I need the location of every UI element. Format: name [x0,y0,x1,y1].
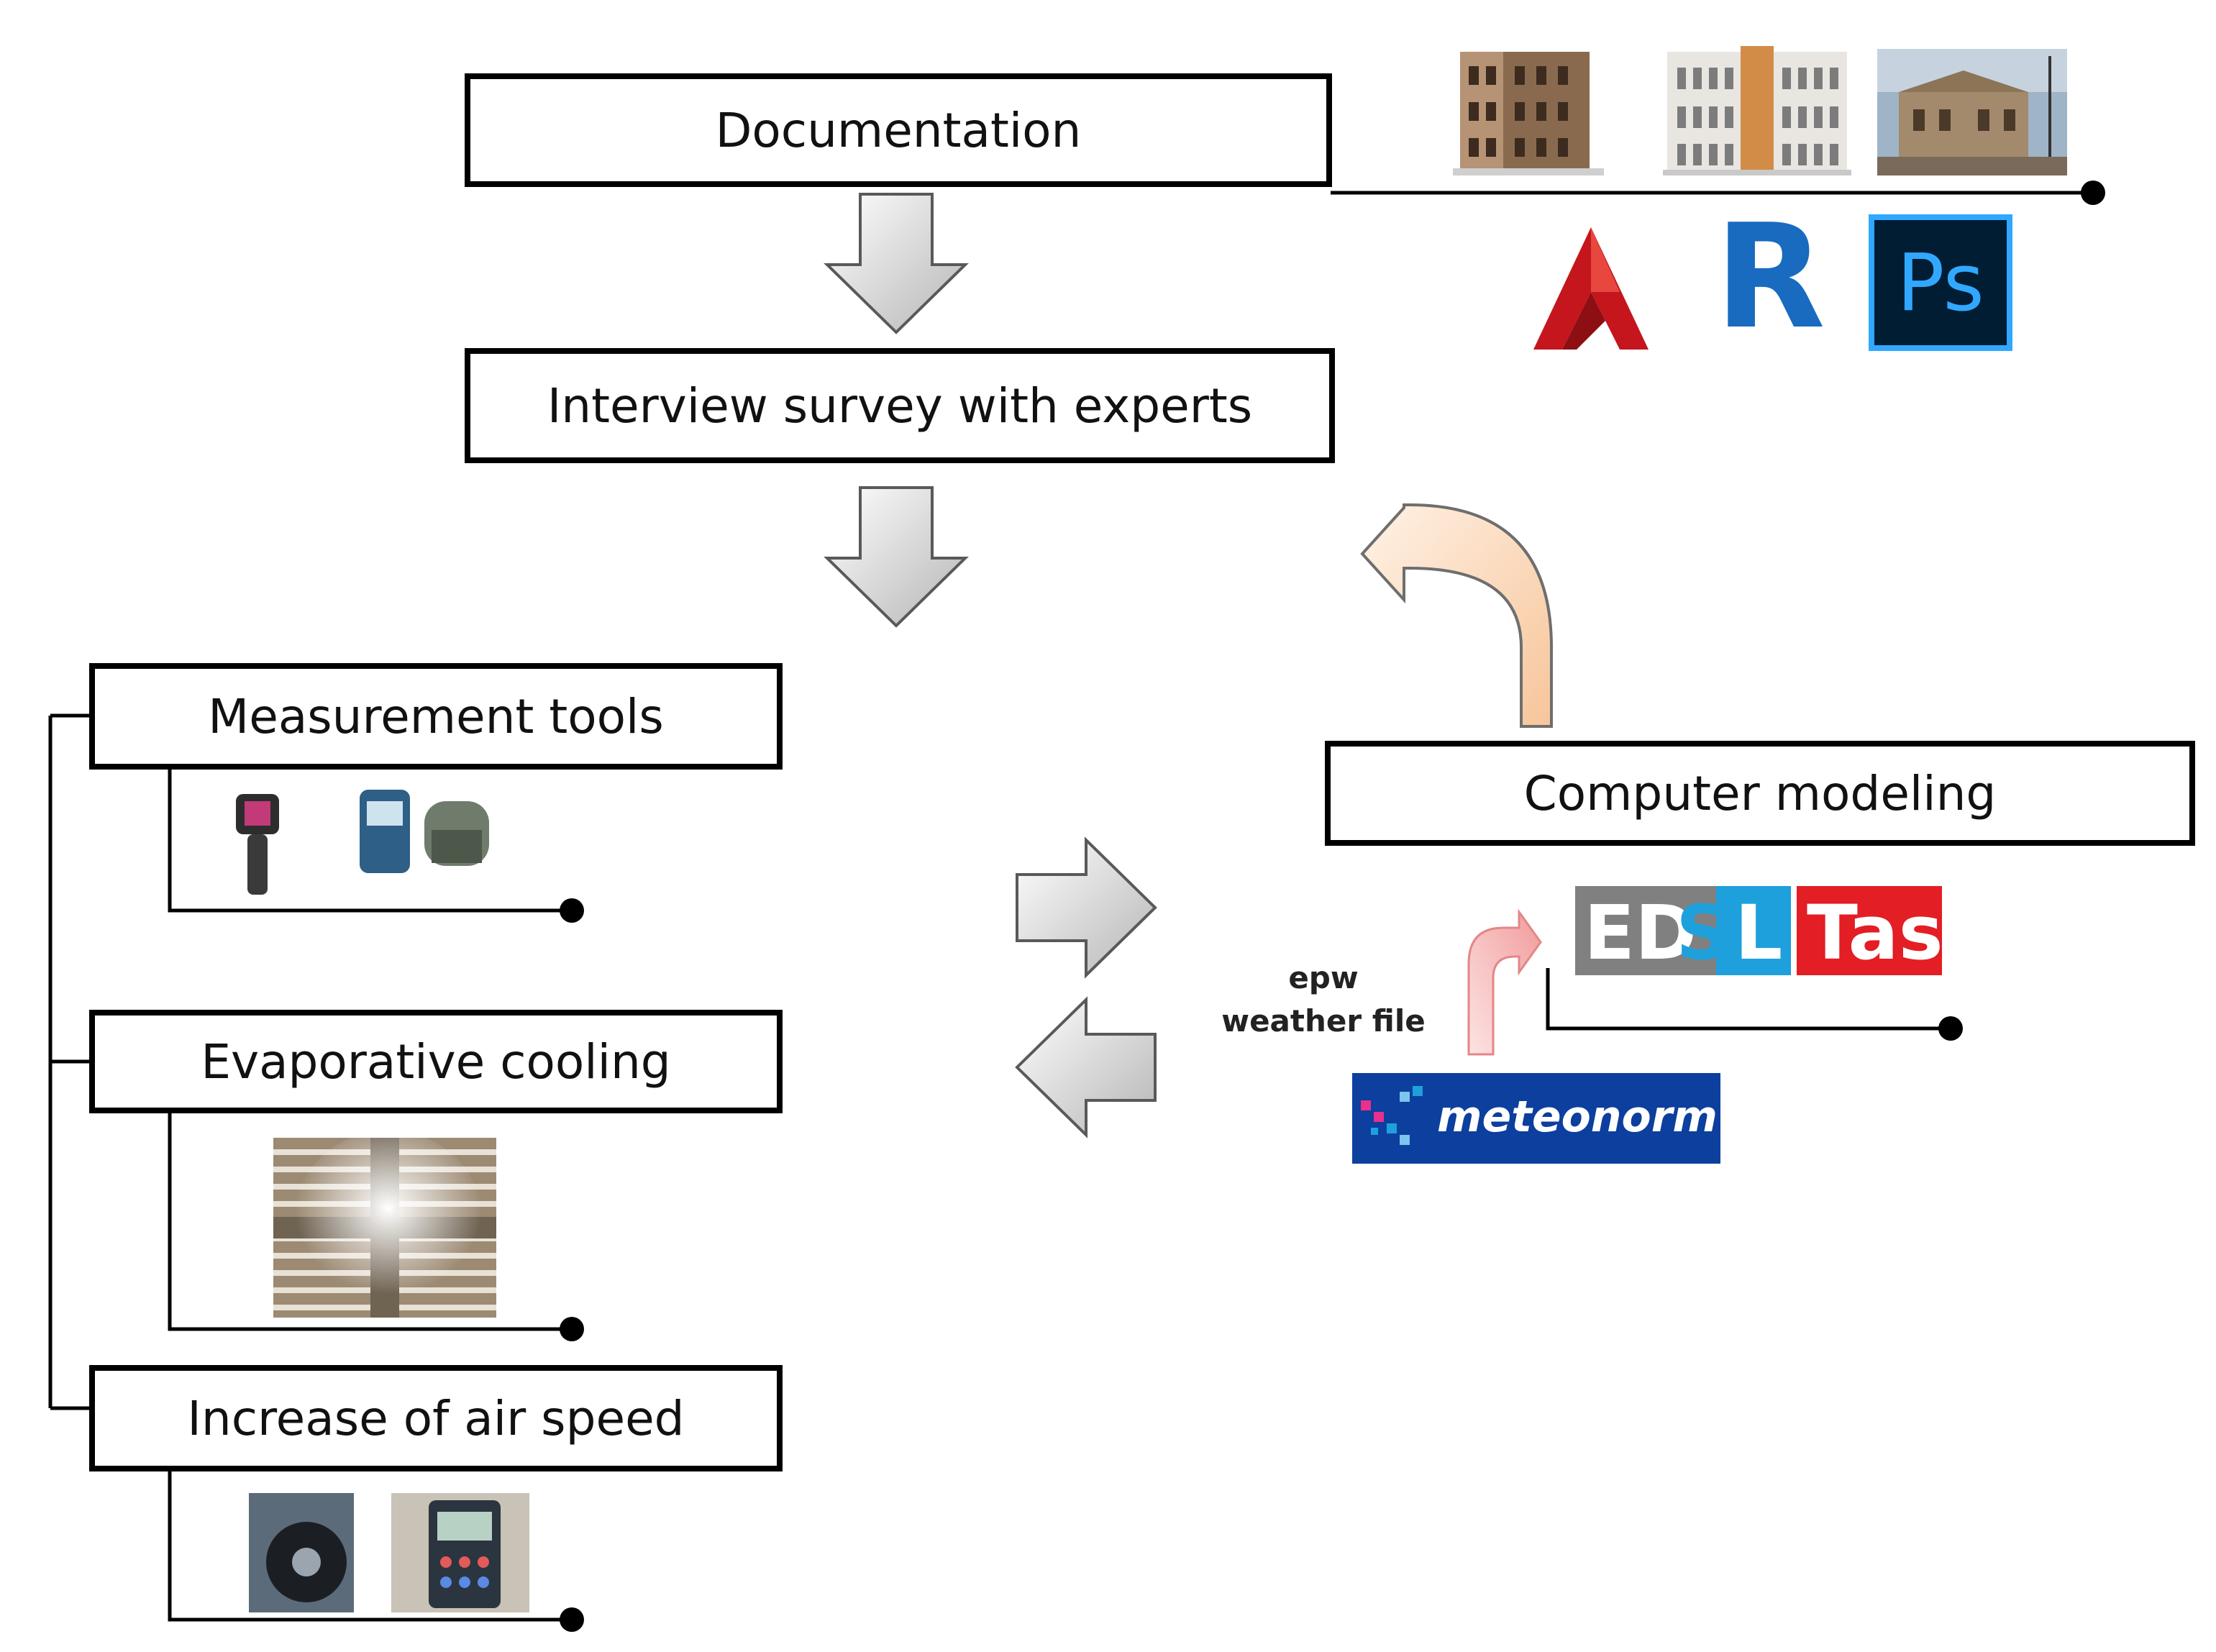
edsl-letter-l: L [1735,889,1783,977]
evaporative-connector-dot [560,1317,584,1341]
autocad-logo-icon [1533,227,1649,350]
feedback-arrow-shape [1360,503,1553,728]
building-photo-3 [1877,49,2067,175]
edsl-tas-logo: ED S L Tas [1575,886,1943,977]
weather-arrow [1467,908,1542,1056]
interview-box: Interview survey with experts [465,348,1335,463]
airspeed-connector-line [168,1471,572,1622]
weather-file-line-1: epw [1288,960,1359,995]
building-photo-1 [1453,52,1604,175]
modeling-box: Computer modeling [1325,741,2195,846]
edsl-letters-ed: ED [1584,889,1697,977]
airspeed-box: Increase of air speed [89,1365,783,1471]
revit-logo-icon: R [1709,206,1831,350]
interview-label: Interview survey with experts [547,378,1253,434]
airspeed-label: Increase of air speed [187,1390,685,1446]
measurement-connector-dot [560,898,584,923]
down-arrow-1 [824,193,969,334]
documentation-connector-dot [2081,181,2105,205]
left-arrow [1015,996,1157,1138]
right-arrow [1016,836,1157,979]
weather-file-label: epw weather file [1216,957,1431,1043]
photoshop-letters: Ps [1897,237,1984,329]
meteonorm-text: meteonorm [1437,1092,1718,1142]
anemometer-photo [391,1493,529,1612]
documentation-box: Documentation [465,73,1332,187]
measurement-label: Measurement tools [208,688,664,744]
evaporative-label: Evaporative cooling [201,1033,671,1090]
documentation-label: Documentation [715,102,1082,158]
photoshop-logo-icon: Ps [1869,214,2012,351]
fan-photo [249,1493,354,1612]
building-photo-2 [1663,46,1851,175]
tas-logo-bg [1797,886,1942,975]
measurement-connector-line [168,770,572,913]
airspeed-connector-dot [560,1607,584,1632]
down-arrow-2 [824,486,969,628]
weather-file-line-2: weather file [1221,1003,1426,1039]
evaporative-box: Evaporative cooling [89,1010,783,1113]
evaporative-cooling-photo [273,1138,496,1318]
evaporative-connector-line [168,1113,572,1331]
edsl-letter-s: S [1676,889,1730,977]
measurement-box: Measurement tools [89,663,783,770]
revit-letter: R [1714,193,1825,361]
edsl-connector-dot [1938,1016,1963,1041]
meteonorm-logo: meteonorm [1352,1073,1720,1164]
meteonorm-pixel-icon [1361,1086,1423,1145]
tas-letters: Tas [1807,889,1943,977]
thermal-camera-photo [236,794,279,895]
edsl-logo-blue-bg [1716,886,1791,975]
modeling-label: Computer modeling [1523,765,1997,821]
edsl-connector-line [1546,968,1951,1031]
data-logger-photo [360,790,489,873]
